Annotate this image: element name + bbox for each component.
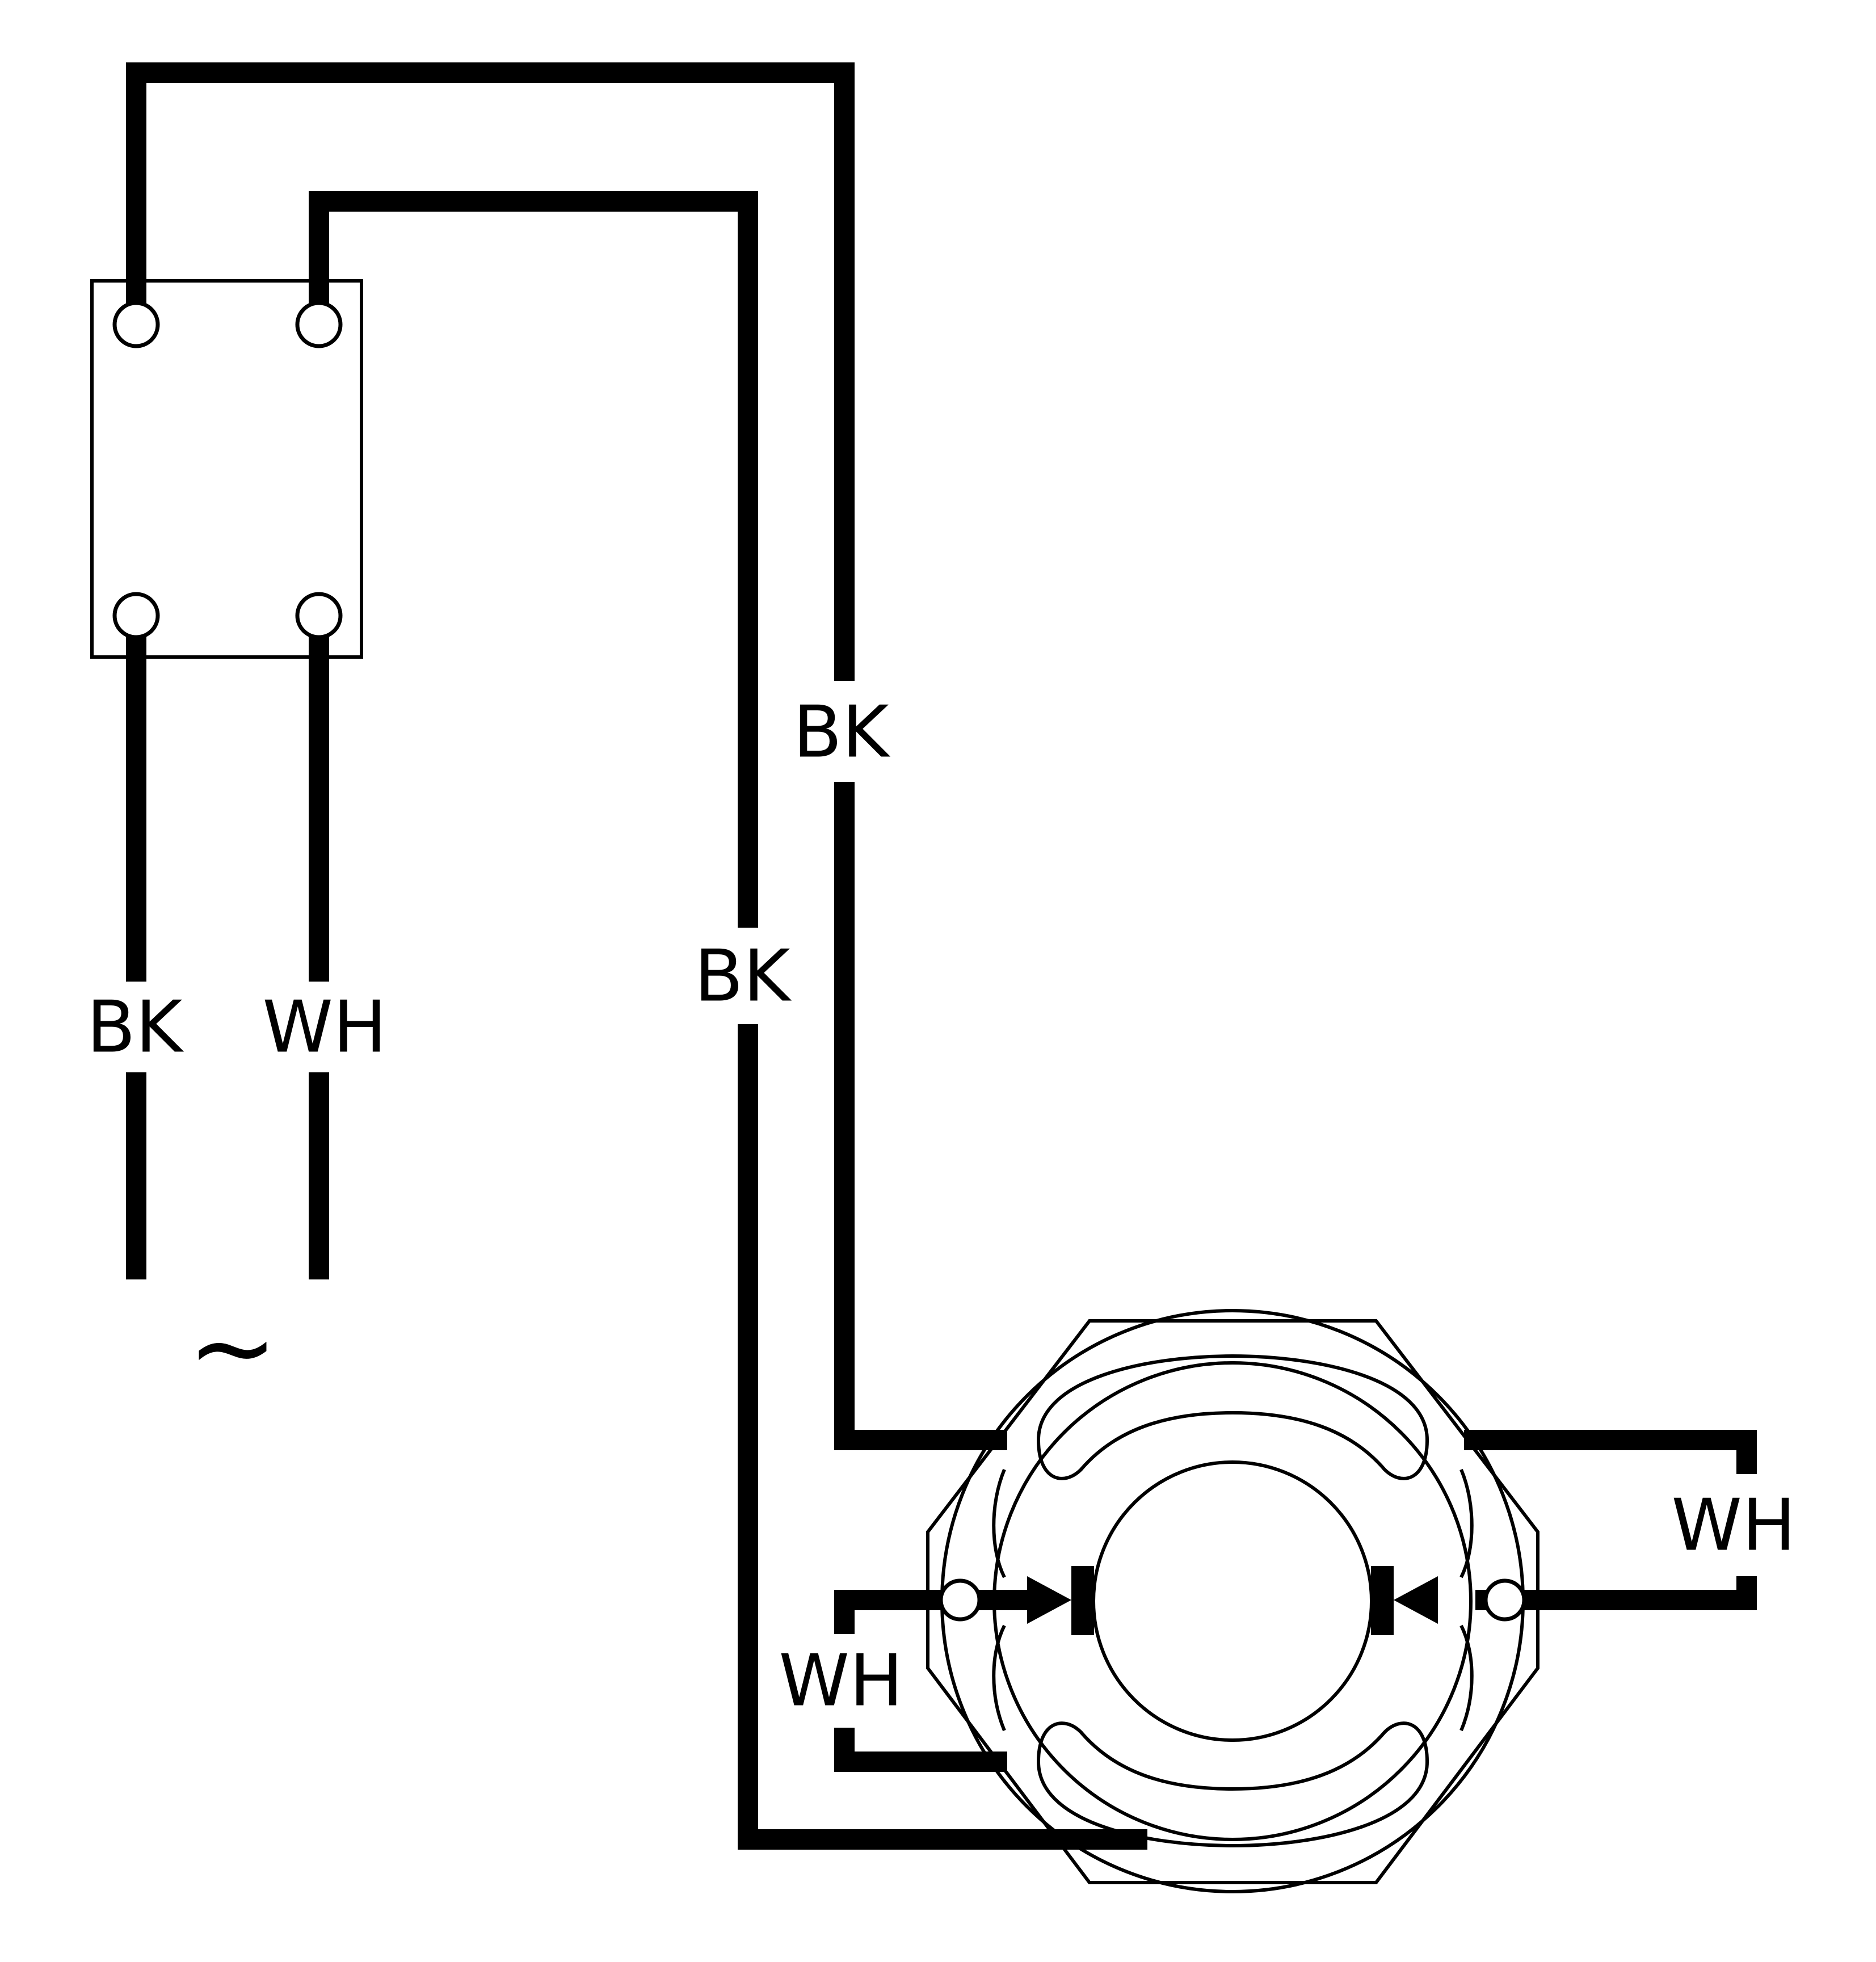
terminal-top-left bbox=[112, 301, 160, 348]
switch-terminals bbox=[112, 301, 343, 639]
ac-symbol: ~ bbox=[187, 1285, 277, 1411]
pole-piece-left bbox=[992, 1468, 1006, 1732]
wire-white-right-lower bbox=[1475, 1576, 1757, 1610]
wiring bbox=[126, 62, 1757, 1850]
label-left-white: WH bbox=[779, 1639, 903, 1723]
terminal-bottom-left bbox=[112, 592, 160, 639]
wire-black-outer-lower bbox=[834, 782, 1007, 1450]
brush-screw-right bbox=[1483, 1578, 1526, 1622]
label-lower-black: BK bbox=[694, 934, 792, 1018]
brush-screw-left bbox=[939, 1578, 982, 1622]
armature bbox=[1092, 1460, 1373, 1742]
arrow-right-brush bbox=[1394, 1576, 1438, 1624]
terminal-bottom-right bbox=[295, 592, 343, 639]
pole-piece-right bbox=[1459, 1468, 1474, 1732]
wire-black-inner bbox=[309, 191, 758, 928]
wire-black-outer bbox=[126, 62, 855, 681]
pole-ring bbox=[992, 1361, 1473, 1841]
motor bbox=[926, 1309, 1540, 1893]
brush-left bbox=[1071, 1566, 1094, 1635]
wire-black-inner-lower bbox=[738, 1024, 1147, 1850]
motor-frame bbox=[926, 1319, 1540, 1884]
label-right-white: WH bbox=[1671, 1484, 1795, 1567]
label-upper-black: BK bbox=[793, 691, 890, 774]
label-supply-white: WH bbox=[262, 986, 386, 1069]
field-coil-top bbox=[1036, 1354, 1429, 1480]
field-coil-bottom bbox=[1036, 1721, 1429, 1848]
switch-block bbox=[90, 279, 363, 659]
wire-white-left-lower bbox=[834, 1728, 1007, 1772]
terminal-top-right bbox=[295, 301, 343, 348]
arrow-left-brush bbox=[1027, 1576, 1071, 1624]
label-supply-black: BK bbox=[86, 986, 184, 1069]
labels: BK WH BK BK WH WH ~ bbox=[86, 691, 1795, 1723]
switch-housing bbox=[90, 279, 363, 659]
wire-white-right-upper bbox=[1464, 1430, 1757, 1474]
brush-right bbox=[1371, 1566, 1394, 1635]
